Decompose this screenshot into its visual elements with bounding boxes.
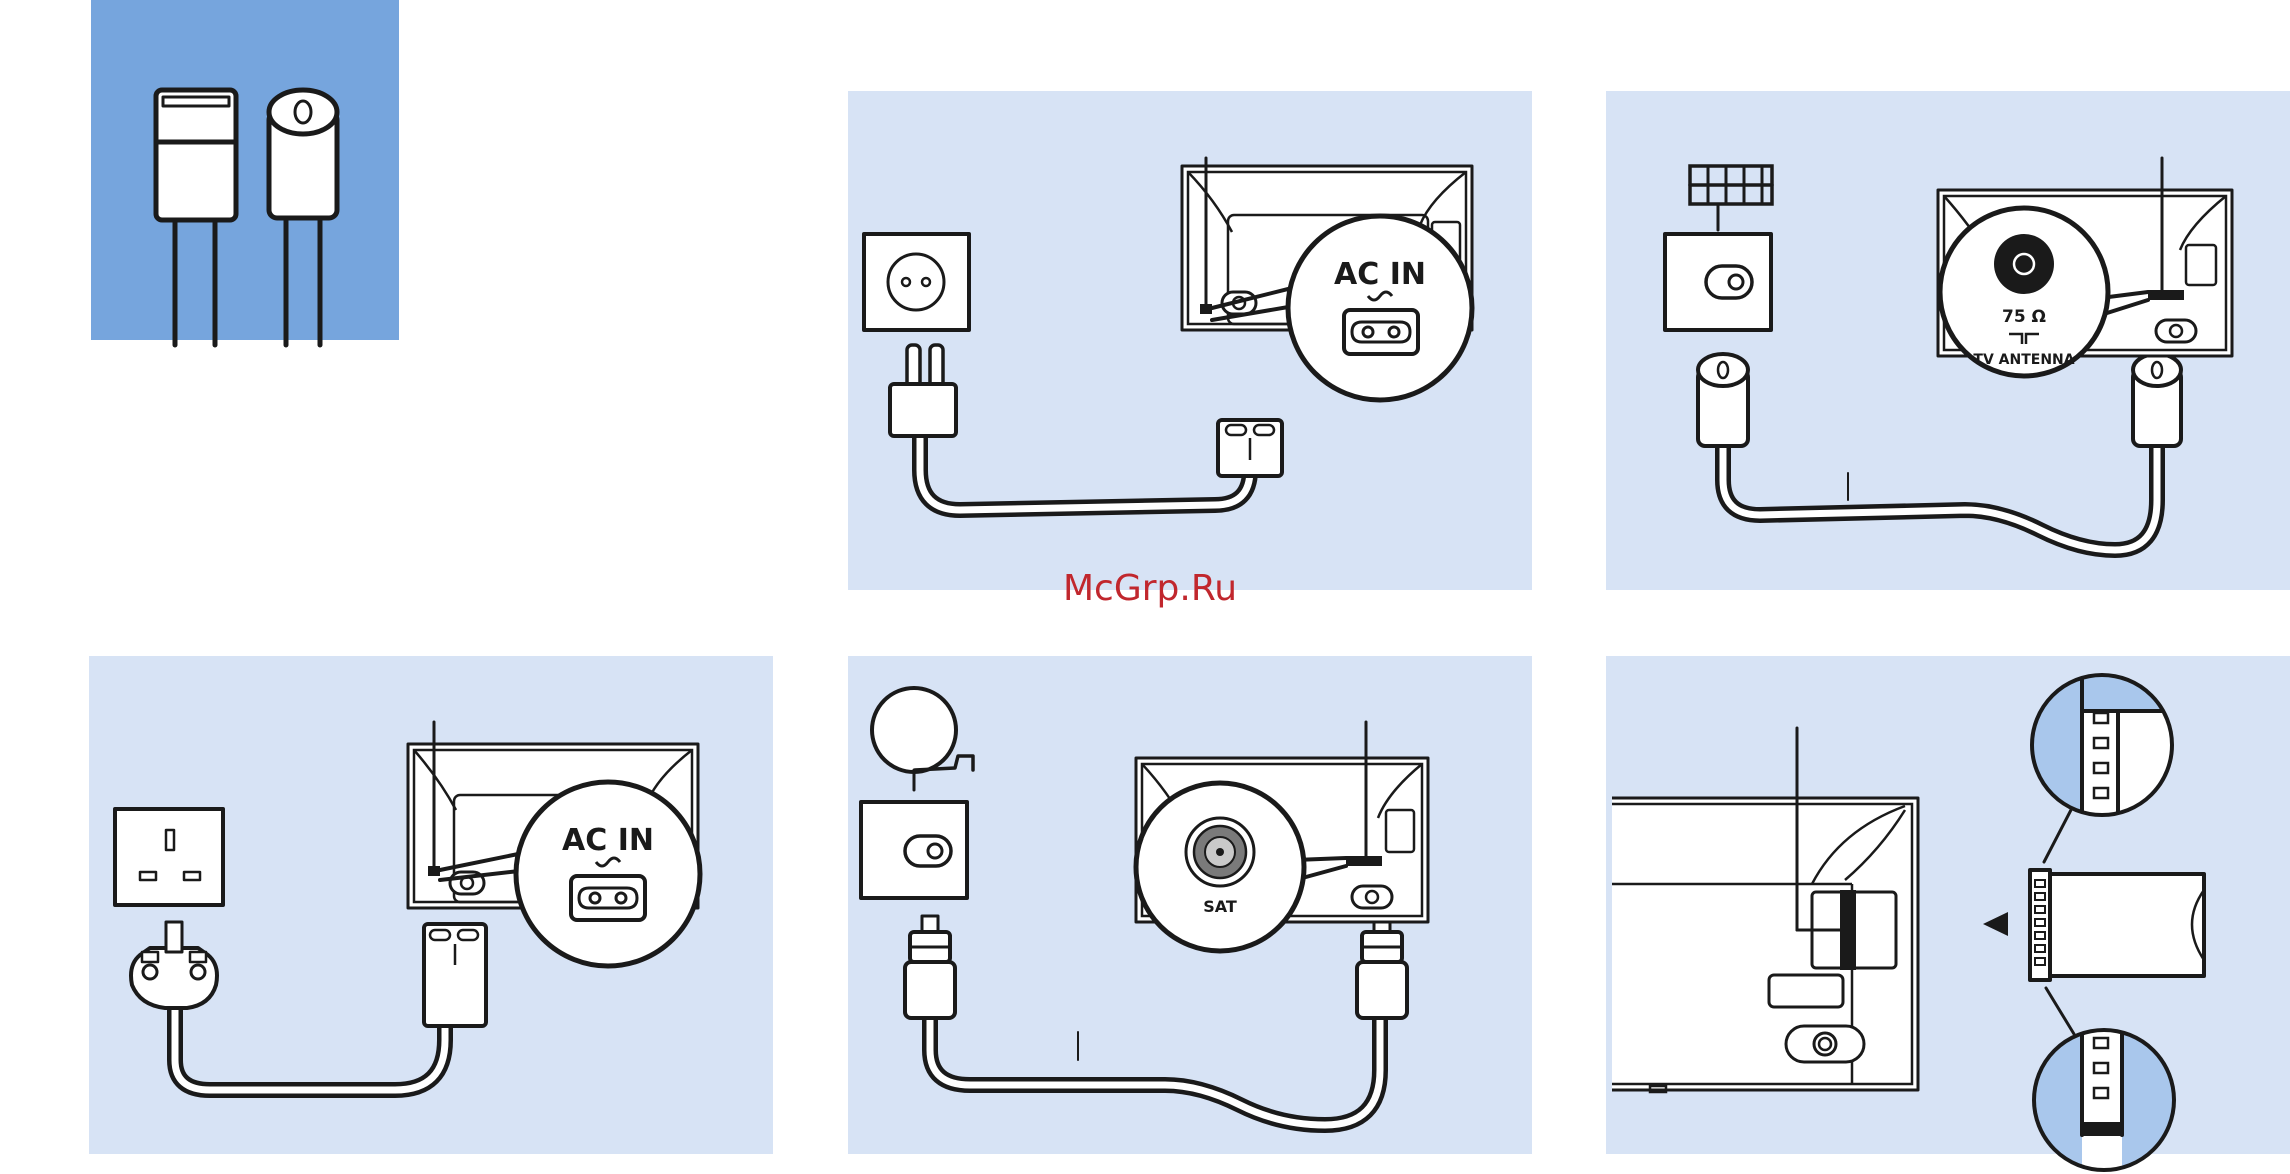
connectors-panel-bg [91, 0, 399, 340]
watermark-text: McGrp.Ru [1063, 568, 1237, 609]
satellite-panel: SAT [848, 656, 1532, 1154]
tv-antenna-label: TV ANTENNA [1973, 352, 2074, 368]
ohm-label: 75 Ω [2002, 307, 2046, 327]
coax-plug-right-icon [2133, 354, 2181, 446]
coax-plug-left-icon [1698, 354, 1748, 446]
coax-socket-icon [1994, 234, 2054, 294]
satellite-wall-socket-icon [861, 802, 967, 898]
uk-power-panel: AC IN [89, 656, 773, 1154]
antenna-panel: 75 Ω TV ANTENNA [1606, 91, 2290, 590]
f-plug-left-icon [905, 916, 955, 1018]
ac-in-label: AC IN [1334, 257, 1426, 292]
ci-module-panel [1606, 656, 2290, 1174]
f-plug-right-icon [1357, 916, 1407, 1018]
antenna-wall-socket-icon [1665, 234, 1771, 330]
c7-plug-icon [1218, 420, 1282, 476]
c7-plug-icon [424, 924, 486, 1026]
eu-wall-socket-icon [864, 234, 969, 330]
ac-in-label: AC IN [562, 823, 654, 858]
ci-card-icon [2030, 870, 2204, 980]
connectors-panel [91, 0, 399, 345]
uk-wall-socket-icon [115, 809, 223, 905]
eu-power-panel: AC IN [848, 91, 1532, 590]
sat-label: SAT [1203, 897, 1237, 916]
